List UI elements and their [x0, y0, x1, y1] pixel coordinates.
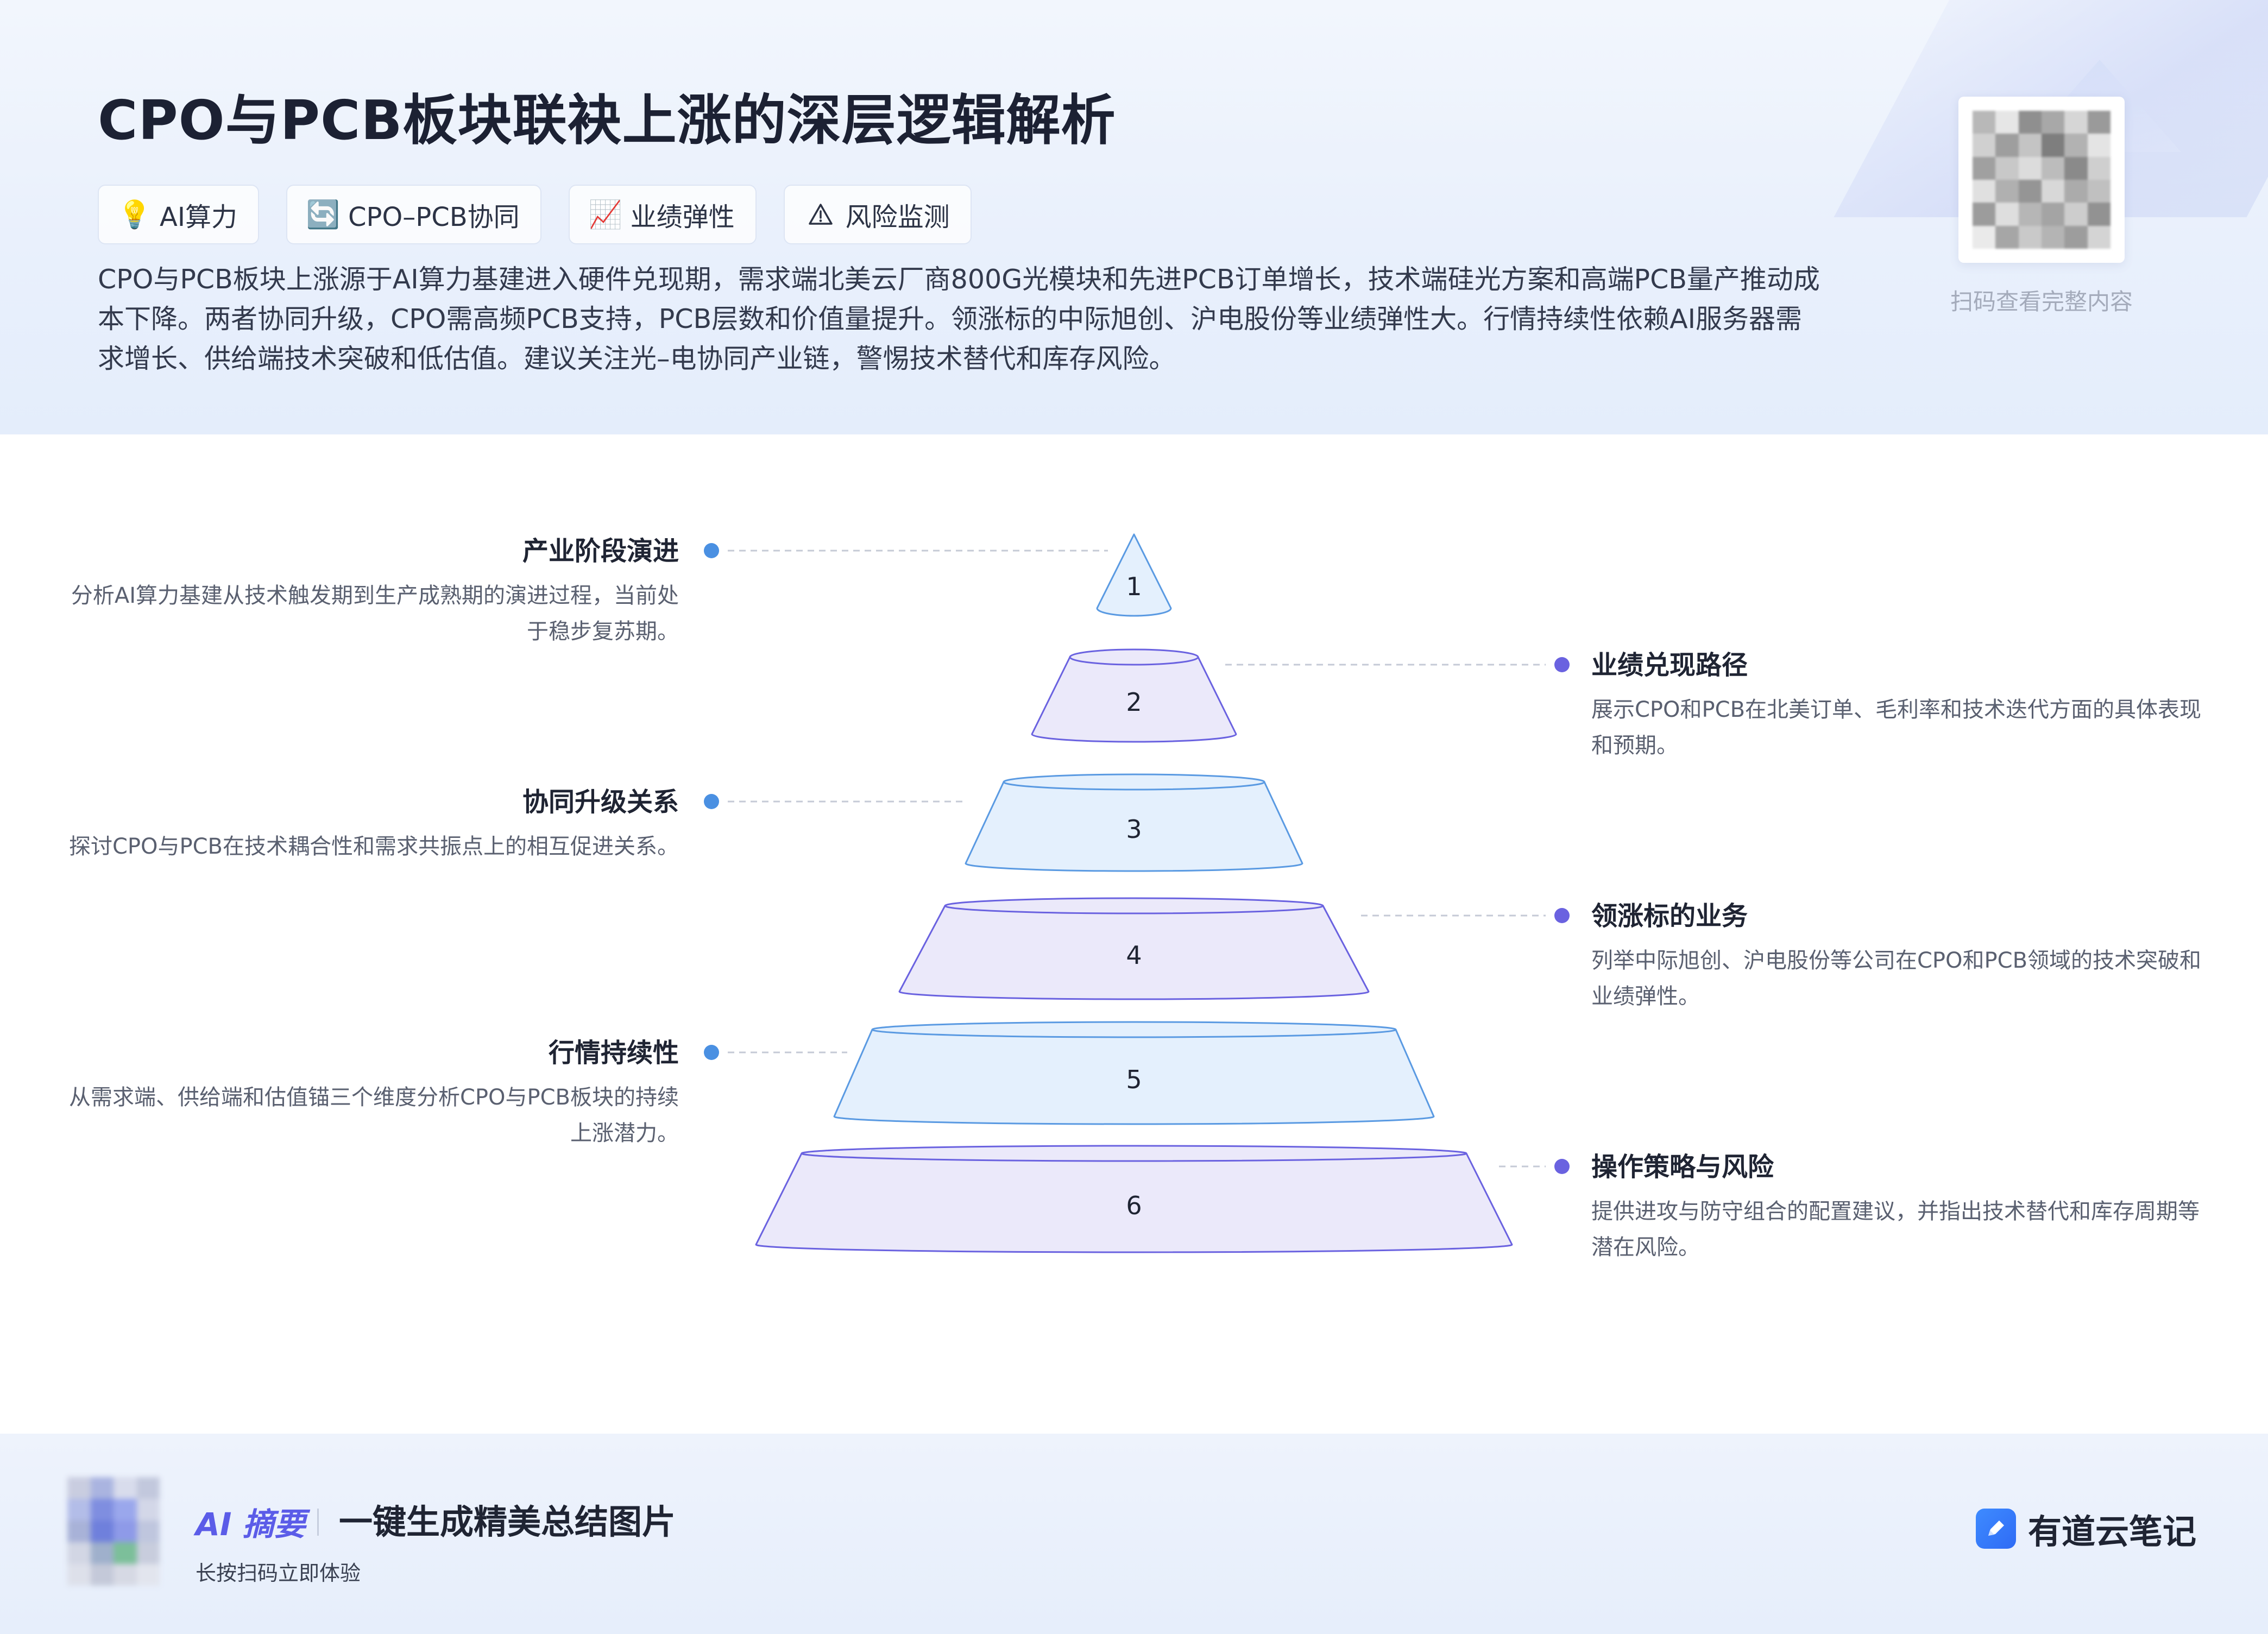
tag-risk-monitoring[interactable]: 风险监测: [783, 185, 972, 244]
pyramid-layer-body: [898, 905, 1370, 1000]
connector-dot: [1554, 1159, 1570, 1174]
chart-up-icon: 📈: [588, 198, 622, 230]
pyramid-layer-body: [1031, 656, 1237, 743]
header-banner: CPO与PCB板块联袂上涨的深层逻辑解析 💡 AI算力 🔄 CPO–PCB协同 …: [0, 0, 2268, 434]
tag-ai-compute[interactable]: 💡 AI算力: [98, 185, 259, 244]
warning-icon: [805, 199, 836, 230]
pyramid-svg: 1 2 3 4 5 6: [704, 533, 1570, 1253]
pyramid-layer-top: [871, 1021, 1397, 1038]
qr-code-pattern: [1973, 111, 2110, 249]
label-desc: 列举中际旭创、沪电股份等公司在CPO和PCB领域的技术突破和业绩弹性。: [1591, 948, 2202, 1009]
warning-icon-shape: [808, 204, 833, 225]
brand-name: 有道云笔记: [2027, 1512, 2196, 1551]
pyramid-layer-number: 1: [1126, 572, 1142, 601]
footer-subtext: 长按扫码立即体验: [196, 1561, 361, 1585]
footer-headline: 一键生成精美总结图片: [339, 1502, 676, 1542]
pyramid-layer-body: [1096, 533, 1172, 617]
label-earnings-path: 业绩兑现路径 展示CPO和PCB在北美订单、毛利率和技术迭代方面的具体表现和预期…: [1591, 646, 2205, 764]
label-title: 操作策略与风险: [1591, 1152, 1774, 1182]
ai-summary-badge: AI 摘要: [196, 1506, 306, 1543]
pyramid-layer-body: [965, 781, 1303, 872]
qr-code[interactable]: [1958, 97, 2125, 263]
label-leading-stocks: 领涨标的业务 列举中际旭创、沪电股份等公司在CPO和PCB领域的技术突破和业绩弹…: [1591, 897, 2205, 1014]
label-title: 行情持续性: [548, 1038, 679, 1068]
label-title: 产业阶段演进: [522, 536, 679, 566]
connector-dot: [1554, 908, 1570, 923]
pyramid-layer-4: 4: [898, 897, 1370, 1000]
pyramid-layer-top: [1003, 773, 1265, 791]
footer-banner: AI 摘要 一键生成精美总结图片 长按扫码立即体验 有道云笔记: [0, 1434, 2268, 1634]
tag-label: 风险监测: [845, 202, 950, 232]
pyramid-layer-3: 3: [965, 773, 1303, 872]
label-desc: 提供进攻与防守组合的配置建议，并指出技术替代和库存周期等潜在风险。: [1591, 1199, 2200, 1260]
pyramid-layer-number: 4: [1126, 941, 1142, 970]
label-title: 协同升级关系: [522, 787, 679, 817]
connector-dot: [704, 543, 719, 558]
pyramid-layer-2: 2: [1031, 648, 1237, 743]
pyramid-layer-number: 2: [1126, 687, 1142, 717]
summary-text: CPO与PCB板块上涨源于AI算力基建进入硬件兑现期，需求端北美云厂商800G光…: [98, 264, 1820, 374]
label-desc: 分析AI算力基建从技术触发期到生产成熟期的演进过程，当前处于稳步复苏期。: [71, 583, 679, 644]
tag-list: 💡 AI算力 🔄 CPO–PCB协同 📈 业绩弹性 风险监测: [98, 185, 972, 244]
note-pen-icon-shape: [1988, 1521, 2004, 1536]
label-desc: 从需求端、供给端和估值锚三个维度分析CPO与PCB板块的持续上涨潜力。: [68, 1085, 679, 1146]
pyramid-layer-number: 6: [1126, 1191, 1142, 1220]
label-market-sustainability: 行情持续性 从需求端、供给端和估值锚三个维度分析CPO与PCB板块的持续上涨潜力…: [65, 1034, 679, 1151]
pyramid-layer-top: [801, 1145, 1467, 1162]
pyramid-layer-body: [755, 1152, 1513, 1253]
footer-divider: [317, 1509, 319, 1536]
label-strategy-risk: 操作策略与风险 提供进攻与防守组合的配置建议，并指出技术替代和库存周期等潜在风险…: [1591, 1148, 2205, 1265]
connector-dot: [704, 794, 719, 809]
label-synergy-upgrade: 协同升级关系 探讨CPO与PCB在技术耦合性和需求共振点上的相互促进关系。: [65, 783, 679, 865]
connector-dot: [1554, 657, 1570, 672]
label-desc: 展示CPO和PCB在北美订单、毛利率和技术迭代方面的具体表现和预期。: [1591, 697, 2202, 758]
footer-qr-code[interactable]: [67, 1477, 160, 1586]
tag-earnings-elasticity[interactable]: 📈 业绩弹性: [568, 185, 757, 244]
pyramid-layer-6: 6: [755, 1145, 1513, 1253]
tag-label: AI算力: [160, 202, 237, 232]
pyramid-layer-top: [1069, 648, 1199, 666]
label-industry-stage: 产业阶段演进 分析AI算力基建从技术触发期到生产成熟期的演进过程，当前处于稳步复…: [65, 532, 679, 649]
lightbulb-icon: 💡: [117, 198, 152, 230]
qr-caption: 扫码查看完整内容: [1950, 288, 2133, 315]
pyramid-layer-5: 5: [833, 1021, 1435, 1125]
brand-logo[interactable]: 有道云笔记: [1975, 1504, 2196, 1553]
sync-icon: 🔄: [306, 198, 341, 230]
label-title: 领涨标的业务: [1591, 901, 1748, 931]
pyramid-layer-1: 1: [1096, 533, 1172, 617]
pyramid-layer-number: 5: [1126, 1065, 1142, 1094]
page-title: CPO与PCB板块联袂上涨的深层逻辑解析: [98, 89, 1116, 152]
connector-dot: [704, 1045, 719, 1060]
tag-label: CPO–PCB协同: [348, 202, 520, 232]
tag-label: 业绩弹性: [630, 202, 735, 232]
label-title: 业绩兑现路径: [1591, 650, 1748, 680]
label-desc: 探讨CPO与PCB在技术耦合性和需求共振点上的相互促进关系。: [68, 834, 679, 859]
pyramid-layer-number: 3: [1126, 815, 1142, 844]
pyramid-layer-top: [944, 897, 1324, 914]
note-pen-icon: [1975, 1509, 2016, 1549]
pyramid-layer-body: [833, 1029, 1435, 1125]
pyramid-diagram: 1 2 3 4 5 6 产业阶段演进 分析AI算力基建从技术触发期到生产成熟期的演进过程，…: [0, 434, 2268, 1434]
tag-cpo-pcb-synergy[interactable]: 🔄 CPO–PCB协同: [286, 185, 541, 244]
